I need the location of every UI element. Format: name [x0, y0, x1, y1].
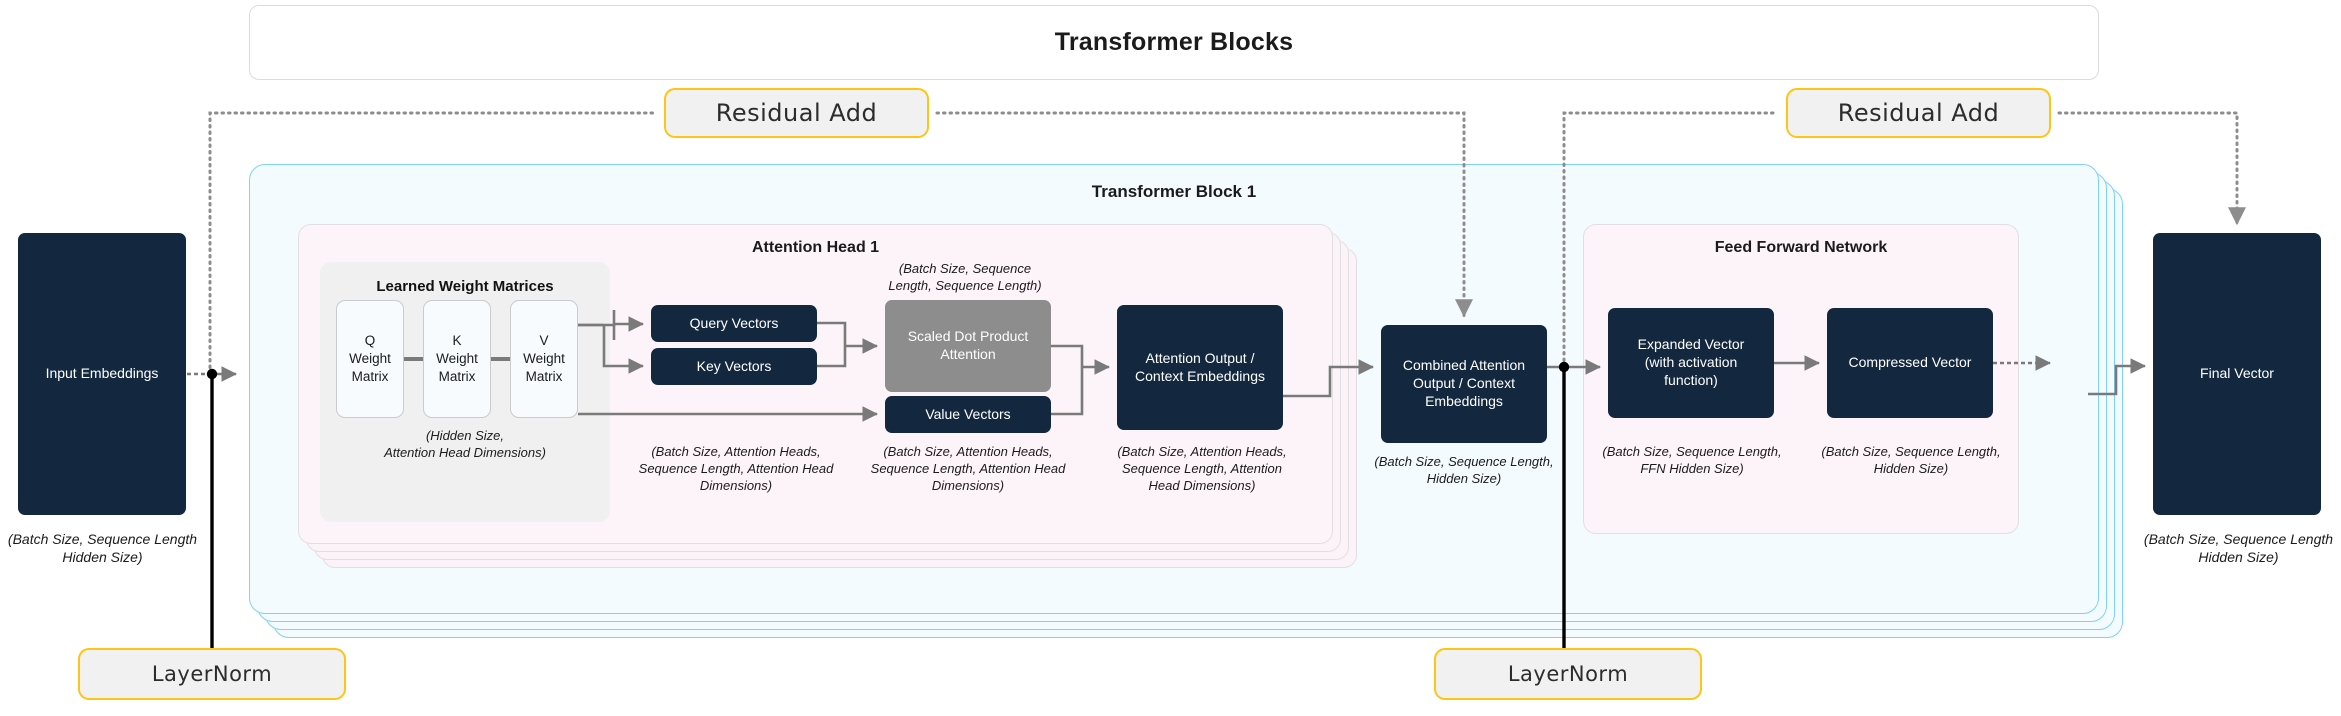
page-title: Transformer Blocks	[1054, 28, 1294, 56]
combined-attention-caption-text: (Batch Size, Sequence Length,Hidden Size…	[1374, 454, 1554, 487]
compressed-vector-label: Compressed Vector	[1848, 354, 1972, 371]
compressed-vector-caption: (Batch Size, Sequence Length,Hidden Size…	[1807, 443, 2015, 477]
attention-output-node[interactable]: Attention Output /Context Embeddings	[1117, 305, 1283, 430]
compressed-vector-caption-text: (Batch Size, Sequence Length,Hidden Size…	[1821, 444, 2001, 477]
attention-head-title: Attention Head 1	[751, 239, 880, 256]
final-vector-label: Final Vector	[2200, 365, 2274, 382]
value-vectors-label: Value Vectors	[925, 405, 1011, 422]
residual-add-1-pill[interactable]: Residual Add	[664, 88, 929, 138]
input-embeddings-node[interactable]: Input Embeddings	[18, 233, 186, 515]
residual-add-2-pill[interactable]: Residual Add	[1786, 88, 2051, 138]
input-embeddings-label: Input Embeddings	[45, 365, 159, 382]
final-vector-node[interactable]: Final Vector	[2153, 233, 2321, 515]
qk-vectors-caption-text: (Batch Size, Attention Heads,Sequence Le…	[638, 444, 834, 494]
key-vectors-label: Key Vectors	[696, 357, 772, 374]
layernorm-2-pill[interactable]: LayerNorm	[1434, 648, 1702, 700]
value-vectors-caption: (Batch Size, Attention Heads,Sequence Le…	[862, 443, 1074, 494]
residual-add-2-label: Residual Add	[1837, 99, 2000, 127]
compressed-vector-node[interactable]: Compressed Vector	[1827, 308, 1993, 418]
attention-output-label: Attention Output /Context Embeddings	[1135, 349, 1265, 384]
key-vectors-node[interactable]: Key Vectors	[651, 348, 817, 385]
learned-weight-matrices-title: Learned Weight Matrices	[376, 278, 554, 295]
attention-output-caption-text: (Batch Size, Attention Heads,Sequence Le…	[1117, 444, 1287, 494]
layernorm-1-pill[interactable]: LayerNorm	[78, 648, 346, 700]
expanded-vector-caption-text: (Batch Size, Sequence Length,FFN Hidden …	[1602, 444, 1782, 477]
expanded-vector-caption: (Batch Size, Sequence Length,FFN Hidden …	[1588, 443, 1796, 477]
value-vectors-caption-text: (Batch Size, Attention Heads,Sequence Le…	[870, 444, 1066, 494]
query-vectors-node[interactable]: Query Vectors	[651, 305, 817, 342]
transformer-blocks-header: Transformer Blocks	[249, 5, 2099, 80]
weight-matrices-caption-text: (Hidden Size,Attention Head Dimensions)	[384, 428, 546, 461]
query-vectors-label: Query Vectors	[689, 314, 779, 331]
value-vectors-node[interactable]: Value Vectors	[885, 396, 1051, 433]
layernorm-2-label: LayerNorm	[1507, 662, 1629, 686]
weight-matrices-caption: (Hidden Size,Attention Head Dimensions)	[300, 427, 630, 461]
residual-tap-1	[206, 368, 218, 380]
residual-add-1-label: Residual Add	[715, 99, 878, 127]
combined-attention-caption: (Batch Size, Sequence Length,Hidden Size…	[1360, 453, 1568, 487]
qk-vectors-caption: (Batch Size, Attention Heads,Sequence Le…	[630, 443, 842, 494]
feed-forward-network-title: Feed Forward Network	[1714, 239, 1888, 256]
attention-output-caption: (Batch Size, Attention Heads,Sequence Le…	[1098, 443, 1306, 494]
transformer-block-title: Transformer Block 1	[1091, 182, 1257, 201]
layernorm-1-label: LayerNorm	[151, 662, 273, 686]
